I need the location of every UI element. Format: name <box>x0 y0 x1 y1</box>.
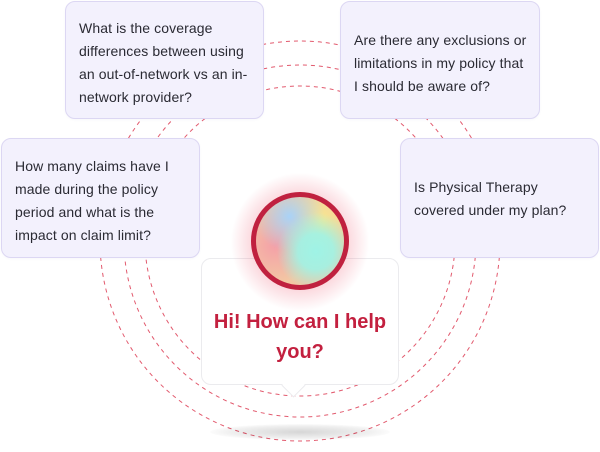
suggested-question-exclusions[interactable]: Are there any exclusions or limitations … <box>340 1 540 119</box>
suggested-question-text: Is Physical Therapy covered under my pla… <box>414 179 567 218</box>
suggested-question-text: What is the coverage differences between… <box>79 20 248 105</box>
suggested-question-network-coverage[interactable]: What is the coverage differences between… <box>65 1 264 119</box>
suggested-question-claims[interactable]: How many claims have I made during the p… <box>1 138 200 258</box>
suggested-question-physical-therapy[interactable]: Is Physical Therapy covered under my pla… <box>400 138 599 258</box>
bubble-shadow <box>210 424 390 440</box>
suggested-question-text: Are there any exclusions or limitations … <box>354 32 527 94</box>
suggested-question-text: How many claims have I made during the p… <box>15 158 169 243</box>
assistant-greeting: Hi! How can I help you? <box>213 311 387 363</box>
assistant-orb-icon[interactable] <box>251 192 349 290</box>
